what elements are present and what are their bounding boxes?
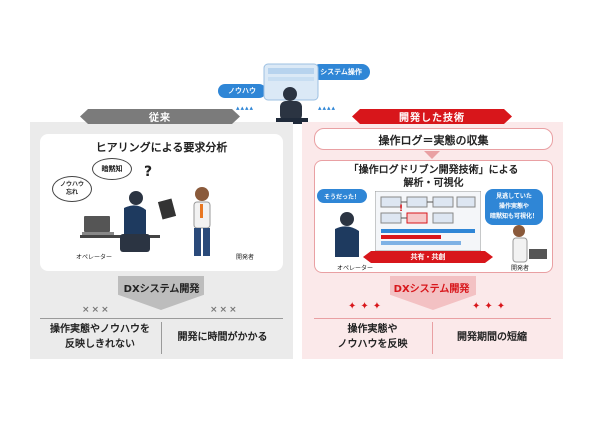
developer-label-left: 開発者 xyxy=(236,254,255,261)
developer-figure-right xyxy=(512,225,547,263)
sparkle-marks-2: ✦✦✦ xyxy=(472,301,510,312)
dx-label-right: DXシステム開発 xyxy=(393,284,470,295)
analysis-title-line2: 解析・可視化 xyxy=(403,178,464,189)
tacit-knowledge-bubble: 暗黙知 xyxy=(92,158,132,180)
system-operation-bubble: システム操作 xyxy=(312,64,370,80)
realize-bubble: そうだった！ xyxy=(317,189,367,203)
hearing-box: ヒアリングによる要求分析 暗黙知 ノウハウ 忘れ ? オペレーター 開発者 xyxy=(40,134,283,271)
forgotten-line-1: ノウハウ xyxy=(59,181,84,188)
svg-text:!: ! xyxy=(399,204,403,214)
conventional-header: 従来 xyxy=(80,109,240,124)
developer-label-right: 開発者 xyxy=(511,265,530,272)
analysis-title-line1: 「操作ログドリブン開発技術」による xyxy=(348,165,519,176)
flow-dots-right: ▴▴▴▴ xyxy=(318,104,337,112)
right-result-1-line1: 操作実態や xyxy=(347,324,398,335)
left-result-2: 開発に時間がかかる xyxy=(177,332,268,343)
hearing-illustration xyxy=(80,187,211,256)
left-results-divider-top xyxy=(40,318,283,319)
flow-dots-left: ▴▴▴▴ xyxy=(236,104,255,112)
knowhow-bubble: ノウハウ xyxy=(218,84,266,98)
developer-bubble-line3: 暗黙知も可視化！ xyxy=(489,213,538,220)
forgotten-line-2: 忘れ xyxy=(65,189,78,196)
right-results-divider-top xyxy=(314,318,551,319)
developer-bubble-line1: 見逃していた xyxy=(496,193,532,200)
right-results-divider-mid xyxy=(432,322,433,354)
hearing-title: ヒアリングによる要求分析 xyxy=(95,141,228,154)
operator-figure-right xyxy=(335,212,359,257)
question-mark: ? xyxy=(144,164,153,180)
log-collection-box: 操作ログ＝実態の収集 xyxy=(314,128,553,150)
sparkle-marks-1: ✦✦✦ xyxy=(348,301,386,312)
developer-bubble-line2: 操作実態や xyxy=(498,203,529,210)
forgotten-knowhow-bubble: ノウハウ 忘れ xyxy=(52,176,92,202)
x-marks-2: ××× xyxy=(210,305,239,315)
log-arrow xyxy=(424,151,440,159)
analysis-box: 「操作ログドリブン開発技術」による 解析・可視化 そうだった！ 見逃していた 操… xyxy=(314,160,553,273)
left-results-divider-mid xyxy=(161,322,162,354)
operator-at-console-illustration xyxy=(263,63,319,124)
right-result-1: 操作実態や ノウハウを反映 xyxy=(314,322,431,352)
operator-label-right: オペレーター xyxy=(337,265,374,272)
right-result-2: 開発期間の短縮 xyxy=(457,332,527,343)
x-marks-1: ××× xyxy=(82,305,111,315)
left-result-1: 操作実態やノウハウを 反映しきれない xyxy=(40,322,160,352)
operator-label-left: オペレーター xyxy=(76,254,113,261)
share-cocreate-bar: 共有・共創 xyxy=(363,251,493,263)
dx-label-left: DXシステム開発 xyxy=(123,284,200,295)
left-result-1-line1: 操作実態やノウハウを xyxy=(50,324,150,335)
log-collection-title: 操作ログ＝実態の収集 xyxy=(378,134,489,147)
analysis-title: 「操作ログドリブン開発技術」による 解析・可視化 xyxy=(315,164,552,190)
developer-bubble: 見逃していた 操作実態や 暗黙知も可視化！ xyxy=(485,189,543,225)
right-result-1-line2: ノウハウを反映 xyxy=(337,339,408,350)
developed-tech-header: 開発した技術 xyxy=(352,109,512,124)
left-result-1-line2: 反映しきれない xyxy=(65,339,135,350)
analysis-screen-illustration: ! xyxy=(375,191,481,251)
